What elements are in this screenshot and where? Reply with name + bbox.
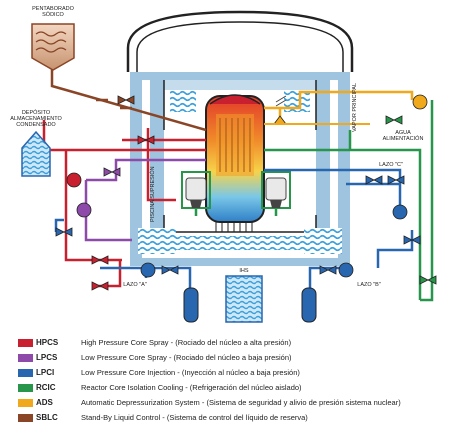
legend-text: Automatic Depressurization System - (Sis… — [81, 398, 401, 407]
legend-row-ads: ADS Automatic Depressurization System - … — [18, 398, 468, 408]
piscina-supresion-label: PISCINA SUPRESIÓN — [150, 166, 156, 222]
legend-swatch — [18, 369, 33, 377]
legend-abbr: RCIC — [36, 383, 56, 392]
heat-exchangers — [183, 287, 317, 323]
legend-abbr: HPCS — [36, 338, 59, 347]
lazo-a-label: LAZO "A" — [123, 282, 147, 288]
legend-row-lpci: LPCI Low Pressure Core Injection - (Inye… — [18, 368, 468, 378]
legend-text: Reactor Core Isolation Cooling - (Refrig… — [81, 383, 302, 392]
deposito-tank — [21, 130, 51, 177]
deposito-label-line3: CONDENSADO — [16, 122, 56, 128]
legend-text: High Pressure Core Spray - (Rociado del … — [81, 338, 292, 347]
legend-text: Low Pressure Core Spray - (Rociado del n… — [81, 353, 292, 362]
legend-swatch — [18, 414, 33, 422]
legend-swatch — [18, 399, 33, 407]
legend-text: Low Pressure Core Injection - (Inyección… — [81, 368, 300, 377]
lazo-c-label: LAZO "C" — [379, 162, 403, 168]
agua-alimentacion-line2: ALIMENTACIÓN — [382, 136, 424, 142]
legend-abbr: LPCI — [36, 368, 55, 377]
vapor-principal-label: VAPOR PRINCIPAL — [352, 82, 358, 132]
legend-row-lpcs: LPCS Low Pressure Core Spray - (Rociado … — [18, 353, 468, 363]
legend-row-rcic: RCIC Reactor Core Isolation Cooling - (R… — [18, 383, 468, 393]
lazo-b-label: LAZO "B" — [357, 282, 381, 288]
legend-swatch — [18, 339, 33, 347]
legend-abbr: LPCS — [36, 353, 58, 362]
legend-abbr: ADS — [36, 398, 53, 407]
legend-abbr: SBLC — [36, 413, 58, 422]
legend-text: Stand-By Liquid Control - (Sistema de co… — [81, 413, 308, 422]
valves — [55, 95, 437, 291]
pentaborado-label-line2: SÓDICO — [42, 12, 64, 18]
rcic-lines — [194, 100, 434, 302]
ihs-tank — [225, 275, 263, 323]
ihs-label: IHS — [239, 268, 249, 274]
legend-swatch — [18, 354, 33, 362]
pentaborado-label-line1: PENTABORADO — [32, 6, 74, 12]
deposito-label-line2: ALMACENAMIENTO — [10, 116, 62, 122]
legend-row-sblc: SBLC Stand-By Liquid Control - (Sistema … — [18, 413, 468, 423]
ads-lines — [264, 90, 414, 125]
pumps — [66, 94, 428, 278]
containment-structure — [126, 10, 354, 266]
pentaborado-tank — [31, 23, 75, 71]
reactor-vessel — [205, 94, 265, 232]
legend-row-hpcs: HPCS High Pressure Core Spray - (Rociado… — [18, 338, 468, 348]
agua-alimentacion-line1: AGUA — [395, 130, 411, 136]
deposito-label-line1: DEPÓSITO — [21, 110, 51, 116]
legend-swatch — [18, 384, 33, 392]
